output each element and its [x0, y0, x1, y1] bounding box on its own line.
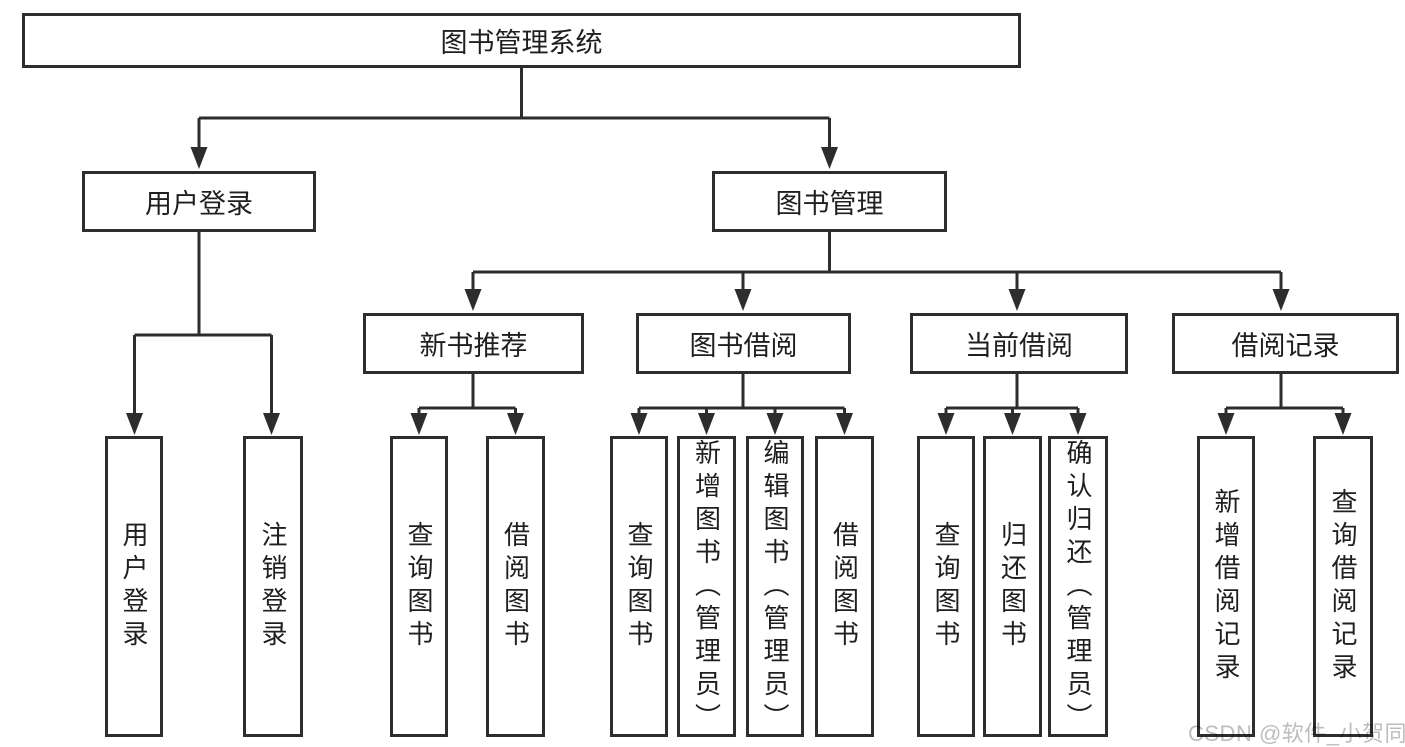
- leaf-query-books-recommend: 查询图书: [390, 436, 448, 737]
- connector-root-to-level2: [190, 68, 838, 169]
- connector-book-management-to-level3: [464, 232, 1290, 311]
- leaf-edit-books-admin: 编辑图书（管理员）: [746, 436, 804, 737]
- node-new-book-recommend: 新书推荐: [363, 313, 584, 374]
- leaf-confirm-return-admin: 确认归还（管理员）: [1048, 436, 1108, 737]
- leaf-add-borrow-record: 新增借阅记录: [1197, 436, 1255, 737]
- leaf-add-books-admin: 新增图书（管理员）: [677, 436, 736, 737]
- csdn-watermark: CSDN @软件_小贺同学: [1188, 721, 1405, 746]
- leaf-logout: 注销登录: [243, 436, 303, 737]
- node-current-borrowing: 当前借阅: [910, 313, 1128, 374]
- connector-borrow-records-to-leaves: [1217, 374, 1352, 435]
- leaf-borrow-books-borrowing: 借阅图书: [815, 436, 874, 737]
- leaf-borrow-books-recommend: 借阅图书: [486, 436, 545, 737]
- leaf-query-books-borrowing: 查询图书: [610, 436, 668, 737]
- leaf-query-books-current: 查询图书: [917, 436, 975, 737]
- node-library-management-system: 图书管理系统: [22, 13, 1021, 68]
- connector-new-book-recommend-to-leaves: [410, 374, 524, 435]
- connector-user-login-to-leaves: [126, 232, 280, 435]
- connector-current-borrowing-to-leaves: [937, 374, 1087, 435]
- node-book-management: 图书管理: [712, 171, 947, 232]
- connector-book-borrowing-to-leaves: [630, 374, 853, 435]
- node-book-borrowing: 图书借阅: [636, 313, 851, 374]
- node-borrow-records: 借阅记录: [1172, 313, 1399, 374]
- node-user-login: 用户登录: [82, 171, 316, 232]
- leaf-user-login: 用户登录: [105, 436, 163, 737]
- leaf-query-borrow-record: 查询借阅记录: [1313, 436, 1373, 737]
- leaf-return-books: 归还图书: [983, 436, 1042, 737]
